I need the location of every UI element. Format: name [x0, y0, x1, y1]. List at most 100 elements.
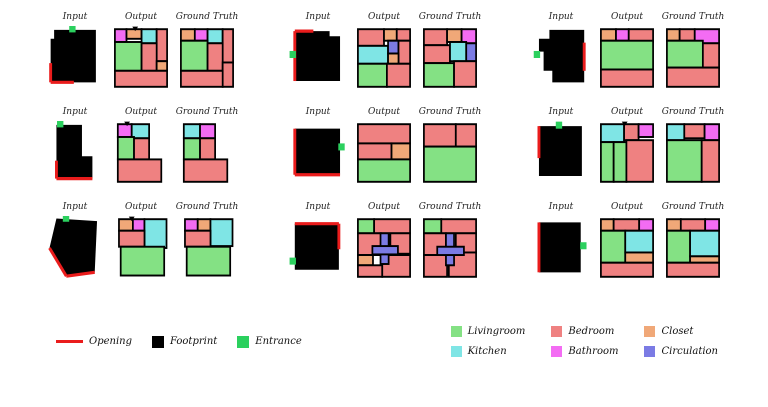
- kitchen-room: [209, 218, 234, 248]
- floorplan: [118, 216, 168, 277]
- entrance-marker: [289, 50, 296, 58]
- circulation-room: [387, 39, 400, 55]
- livingroom-room: [600, 141, 615, 183]
- footprint-shape: [49, 218, 98, 277]
- floorplan: [423, 28, 477, 88]
- ground-truth-panel: Ground Truth: [176, 12, 238, 90]
- panel-label: Output: [368, 202, 400, 212]
- bedroom-room: [155, 28, 168, 63]
- bedroom-room: [423, 123, 457, 148]
- bedroom-room: [679, 218, 707, 232]
- bedroom-room: [678, 28, 696, 42]
- entrance-marker: [69, 26, 76, 33]
- panel-label: Output: [125, 107, 157, 117]
- closet-room: [118, 218, 134, 232]
- circulation-room: [465, 42, 477, 63]
- panel-label: Ground Truth: [661, 202, 725, 212]
- floorplan: [423, 218, 477, 278]
- input-panel: Input: [532, 107, 590, 185]
- bedroom-room: [454, 123, 477, 148]
- bedroom-room: [701, 42, 720, 69]
- closet-room: [600, 28, 617, 42]
- panel-label: Output: [611, 202, 643, 212]
- legend-label-footprint: Footprint: [170, 336, 218, 347]
- ground-truth-panel: Ground Truth: [662, 12, 724, 90]
- floorplan: [184, 218, 234, 277]
- result-group: Input Output Ground Truth: [532, 202, 725, 280]
- legend-label-opening: Opening: [89, 336, 132, 347]
- closet-room: [196, 218, 212, 232]
- bedroom-room: [182, 158, 229, 183]
- footprint-plan: [48, 216, 98, 278]
- panel-label: Output: [368, 12, 400, 22]
- legend-item-bedroom: Bedroom: [551, 326, 618, 337]
- panel-label: Input: [305, 202, 331, 212]
- panel-label: Input: [548, 12, 574, 22]
- entrance-swatch: [237, 335, 250, 348]
- footprint-plan: [289, 29, 341, 82]
- legend-label-bedroom: Bedroom: [568, 326, 615, 337]
- ground-truth-panel: Ground Truth: [419, 12, 481, 90]
- input-panel: Input: [532, 202, 590, 280]
- circulation-swatch: [644, 346, 656, 357]
- bedroom-room: [683, 123, 706, 140]
- legend: Opening Footprint Entrance Livingroom Ki…: [0, 326, 768, 357]
- ground-truth-panel: Ground Truth: [176, 107, 238, 185]
- output-panel: Output: [355, 12, 413, 90]
- panel-label: Output: [611, 12, 643, 22]
- bathroom-room: [638, 218, 654, 232]
- panel-label: Input: [548, 202, 574, 212]
- floorplan: [182, 123, 229, 183]
- footprint-plan: [533, 29, 586, 83]
- bedroom-room: [133, 137, 150, 161]
- livingroom-room: [180, 39, 209, 72]
- floorplan: [357, 28, 411, 88]
- ground-truth-panel: Ground Truth: [418, 202, 482, 280]
- bedroom-room: [221, 28, 234, 64]
- footprint-plan: [537, 222, 587, 273]
- floorplan: [600, 28, 654, 88]
- footprint-swatch: [152, 335, 164, 348]
- floorplan: [357, 218, 411, 278]
- bedroom-room: [357, 123, 411, 145]
- bedroom-room: [453, 60, 477, 88]
- livingroom-room: [423, 145, 477, 183]
- floorplan: [600, 121, 654, 183]
- bedroom-room: [184, 229, 212, 248]
- legend-item-footprint: Footprint: [152, 335, 218, 348]
- legend-label-livingroom: Livingroom: [467, 326, 526, 337]
- legend-item-entrance: Entrance: [237, 335, 302, 348]
- bedroom-room: [623, 123, 640, 142]
- entrance-marker: [57, 121, 64, 128]
- bedroom-room: [625, 139, 654, 183]
- floorplan: [666, 28, 720, 88]
- bedroom-room: [700, 139, 720, 183]
- panel-label: Output: [125, 12, 157, 22]
- panel-label: Ground Truth: [418, 202, 482, 212]
- bathroom-room: [615, 28, 630, 42]
- entrance-direction-arrow: [124, 121, 130, 127]
- entrance-marker: [533, 50, 541, 58]
- bedroom-room: [357, 264, 384, 278]
- footprint-shape: [538, 126, 582, 177]
- entrance-marker: [338, 143, 345, 151]
- panel-label: Output: [611, 107, 643, 117]
- floorplan: [600, 218, 654, 278]
- floorplan: [114, 26, 168, 88]
- entrance-marker: [580, 242, 587, 250]
- bedroom-room: [386, 62, 411, 88]
- legend-label-entrance: Entrance: [255, 336, 302, 347]
- livingroom-room: [612, 141, 628, 183]
- legend-item-opening: Opening: [56, 336, 132, 347]
- output-panel: Output: [112, 12, 170, 90]
- bedroom-room: [118, 229, 146, 248]
- entrance-marker: [62, 216, 70, 222]
- footprint-plan: [289, 222, 341, 270]
- legend-item-circulation: Circulation: [644, 346, 718, 357]
- livingroom-room: [423, 62, 455, 88]
- footprint-shape: [56, 124, 93, 179]
